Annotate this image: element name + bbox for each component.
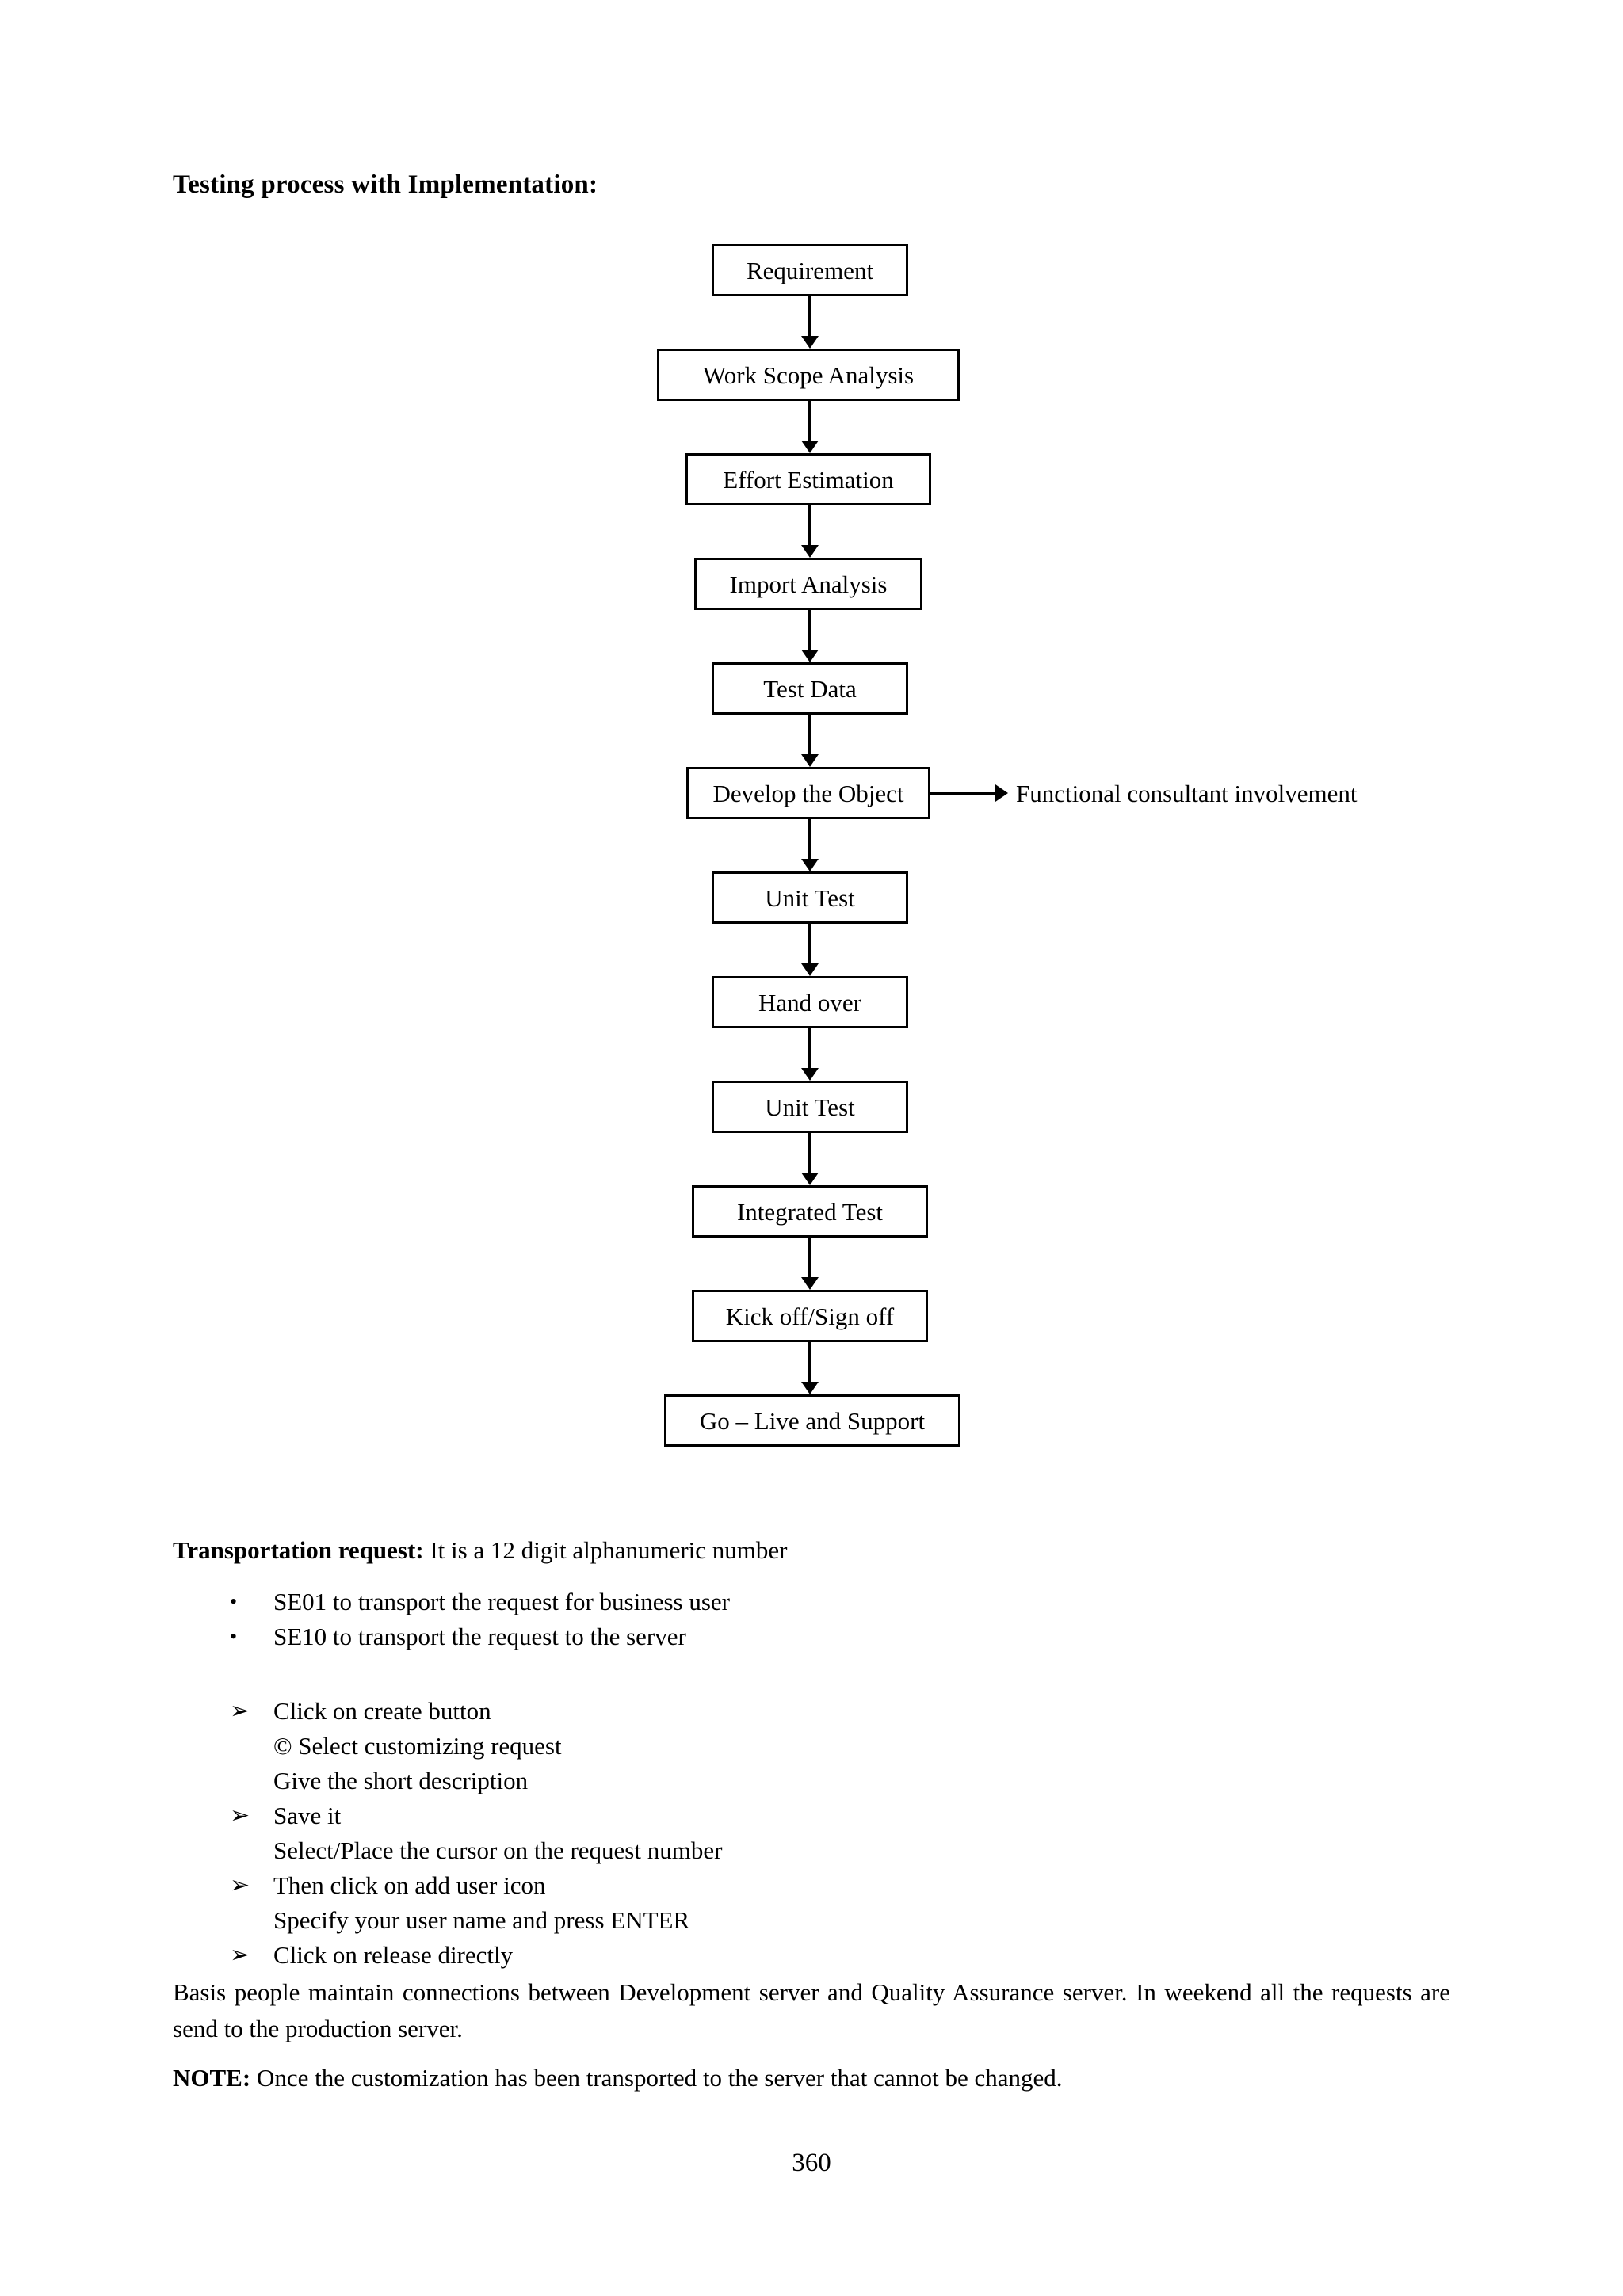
flow-arrowhead-9 — [801, 1173, 819, 1185]
flow-node-label: Test Data — [763, 674, 857, 703]
flow-node-label: Effort Estimation — [723, 465, 894, 494]
list-item-label: © Select customizing request — [273, 1732, 562, 1760]
flow-connector-6 — [808, 819, 811, 864]
page-number: 360 — [792, 2149, 831, 2177]
flow-connector-annotation — [930, 792, 997, 795]
flow-arrowhead-1 — [801, 336, 819, 349]
page-content: Testing process with Implementation: Req… — [173, 0, 1450, 2296]
list-item-label: Save it — [273, 1802, 342, 1829]
flow-node-label: Develop the Object — [712, 779, 904, 807]
flow-annotation-functional-consultant: Functional consultant involvement — [1016, 780, 1358, 807]
flow-connector-2 — [808, 401, 811, 445]
list-item-label: SE01 to transport the request for busine… — [273, 1588, 730, 1615]
flow-node-label: Import Analysis — [729, 570, 888, 598]
list-item: ➢ Then click on add user icon — [173, 1868, 1450, 1903]
bullet-arrow-icon: ➢ — [230, 1942, 250, 1968]
flow-connector-9 — [808, 1133, 811, 1177]
flow-arrowhead-7 — [801, 963, 819, 976]
flow-node-hand-over[interactable]: Hand over — [712, 976, 908, 1028]
flow-node-label: Work Scope Analysis — [702, 360, 915, 389]
list-item: © Select customizing request — [173, 1729, 1450, 1764]
bullet-arrow-icon: ➢ — [230, 1872, 250, 1898]
bullet-arrow-icon: ➢ — [230, 1698, 250, 1724]
flow-arrowhead-8 — [801, 1068, 819, 1081]
bullet-arrow-icon: ➢ — [230, 1802, 250, 1829]
flow-arrowhead-10 — [801, 1277, 819, 1290]
list-item: ➢ Click on create button — [173, 1694, 1450, 1729]
basis-paragraph: Basis people maintain connections betwee… — [173, 1978, 1450, 2042]
transportation-request-text: It is a 12 digit alphanumeric number — [423, 1536, 788, 1564]
flow-connector-4 — [808, 610, 811, 654]
flow-connector-1 — [808, 296, 811, 341]
testing-process-flowchart: Requirement Work Scope Analysis Effort E… — [173, 230, 1450, 1497]
flow-arrowhead-2 — [801, 441, 819, 453]
flow-node-kick-off-sign-off[interactable]: Kick off/Sign off — [692, 1290, 928, 1342]
flow-node-label: Integrated Test — [736, 1197, 884, 1226]
flow-node-label: Go – Live and Support — [699, 1406, 926, 1435]
flow-node-requirement[interactable]: Requirement — [712, 244, 908, 296]
flow-arrowhead-11 — [801, 1382, 819, 1394]
flow-node-unit-test-1[interactable]: Unit Test — [712, 871, 908, 924]
transportation-request-lead: Transportation request: — [173, 1536, 424, 1564]
bullet-dot-icon: • — [230, 1590, 238, 1613]
flow-node-work-scope-analysis[interactable]: Work Scope Analysis — [657, 349, 960, 401]
list-item: Give the short description — [173, 1764, 1450, 1798]
flow-connector-8 — [808, 1028, 811, 1073]
flow-node-label: Kick off/Sign off — [725, 1302, 895, 1330]
flow-arrowhead-5 — [801, 754, 819, 767]
note-paragraph: NOTE: Once the customization has been tr… — [173, 2060, 1450, 2096]
list-item-label: Select/Place the cursor on the request n… — [273, 1836, 723, 1864]
flow-node-label: Unit Test — [765, 883, 855, 912]
flow-connector-11 — [808, 1342, 811, 1386]
flow-connector-7 — [808, 924, 811, 968]
list-item: ➢ Save it — [173, 1798, 1450, 1833]
flow-node-label: Unit Test — [765, 1093, 855, 1121]
flow-connector-10 — [808, 1238, 811, 1282]
note-lead: NOTE: — [173, 2064, 251, 2092]
flow-node-label: Requirement — [746, 256, 874, 284]
transportation-steps-list: ➢ Click on create button © Select custom… — [173, 1694, 1450, 1973]
list-item: • SE10 to transport the request to the s… — [173, 1619, 1450, 1654]
flow-arrowhead-3 — [801, 545, 819, 558]
list-item-label: Click on create button — [273, 1697, 491, 1725]
flow-node-develop-the-object[interactable]: Develop the Object — [686, 767, 930, 819]
flow-node-go-live-and-support[interactable]: Go – Live and Support — [664, 1394, 960, 1447]
flow-connector-5 — [808, 715, 811, 759]
list-item-label: Specify your user name and press ENTER — [273, 1906, 690, 1934]
transportation-request-paragraph: Transportation request: It is a 12 digit… — [173, 1532, 1450, 1569]
flow-node-effort-estimation[interactable]: Effort Estimation — [685, 453, 931, 505]
list-item: • SE01 to transport the request for busi… — [173, 1585, 1450, 1619]
transportation-bullet-list: • SE01 to transport the request for busi… — [173, 1585, 1450, 1654]
flow-node-label: Hand over — [758, 988, 861, 1016]
list-item-label: SE10 to transport the request to the ser… — [273, 1623, 686, 1650]
flow-arrowhead-4 — [801, 650, 819, 662]
flow-arrowhead-6 — [801, 859, 819, 871]
note-text: Once the customization has been transpor… — [250, 2064, 1063, 2092]
flow-node-test-data[interactable]: Test Data — [712, 662, 908, 715]
list-item: Specify your user name and press ENTER — [173, 1903, 1450, 1938]
flow-connector-3 — [808, 505, 811, 550]
page-title: Testing process with Implementation: — [173, 170, 598, 199]
list-item-label: Give the short description — [273, 1767, 529, 1794]
flow-arrowhead-annotation — [995, 784, 1008, 802]
list-item: Select/Place the cursor on the request n… — [173, 1833, 1450, 1868]
list-item: ➢ Click on release directly — [173, 1938, 1450, 1973]
flow-node-import-analysis[interactable]: Import Analysis — [694, 558, 922, 610]
flow-node-unit-test-2[interactable]: Unit Test — [712, 1081, 908, 1133]
bullet-dot-icon: • — [230, 1625, 238, 1648]
list-item-label: Click on release directly — [273, 1941, 514, 1969]
list-item-label: Then click on add user icon — [273, 1871, 546, 1899]
flow-node-integrated-test[interactable]: Integrated Test — [692, 1185, 928, 1238]
